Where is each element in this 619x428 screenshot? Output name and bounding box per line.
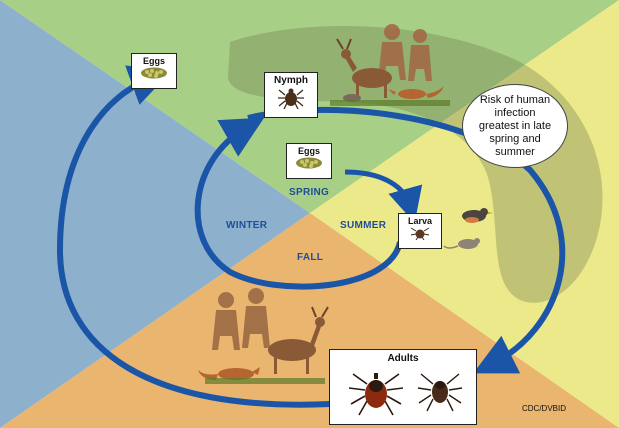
tick-icon [418,374,462,411]
tick-icon [410,226,430,240]
nymph-label: Nymph [265,75,317,86]
tick-egg-cluster-icon [294,156,324,170]
eggs-stage-box-top: Eggs [131,53,177,89]
risk-callout-text: Risk of human infection greatest in late… [476,94,554,159]
eggs-stage-box-center: Eggs [286,143,332,179]
grass-strip [205,378,325,384]
larva-stage-box: Larva [398,213,442,249]
season-label-spring: SPRING [289,187,329,198]
tick-icon [278,86,304,110]
eggs-label: Eggs [287,146,331,156]
adult-ticks-graphic [333,364,473,420]
adults-label: Adults [330,353,476,364]
nymph-stage-box: Nymph [264,72,318,118]
adults-stage-box: Adults [329,349,477,425]
risk-callout: Risk of human infection greatest in late… [462,84,568,168]
season-label-summer: SUMMER [340,220,386,231]
tick-icon [349,373,403,415]
larva-label: Larva [399,216,441,226]
grass-strip [330,100,450,106]
season-label-fall: FALL [297,252,323,263]
source-credit: CDC/DVBID [522,404,566,413]
tick-egg-cluster-icon [139,66,169,80]
season-label-winter: WINTER [226,220,267,231]
eggs-label: Eggs [132,56,176,66]
